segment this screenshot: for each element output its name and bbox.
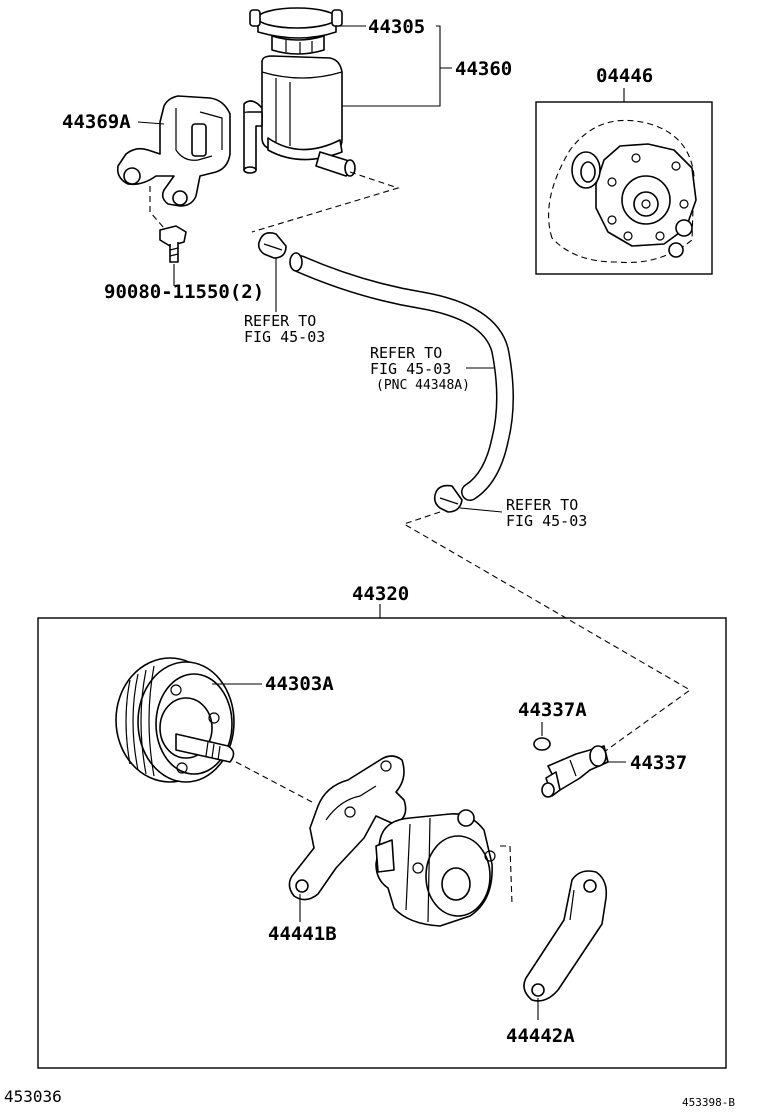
reservoir-cap-44305[interactable]	[249, 7, 343, 55]
pump-assembly-box	[37, 617, 727, 1069]
label-44320: 44320	[352, 583, 409, 605]
ref3-line2: FIG 45-03	[506, 512, 587, 530]
leader-ref3	[459, 507, 503, 513]
ref2-line3: (PNC 44348A)	[376, 378, 470, 393]
label-44442A: 44442A	[506, 1025, 575, 1047]
reservoir-bracket-44369A[interactable]	[116, 95, 231, 207]
hose-clamp-lower[interactable]	[433, 484, 463, 513]
ref3-line1: REFER TO	[506, 496, 578, 514]
ref1-line2: FIG 45-03	[244, 328, 325, 346]
label-90080: 90080-11550(2)	[104, 281, 264, 303]
leader-44360	[342, 25, 452, 107]
union-44337[interactable]	[541, 745, 609, 798]
label-44441B: 44441B	[268, 923, 337, 945]
hose-clamp-upper[interactable]	[257, 232, 287, 259]
label-44360: 44360	[455, 58, 512, 80]
bolt-90080-11550[interactable]	[159, 225, 187, 263]
reservoir-tank-44360[interactable]	[243, 55, 356, 177]
ref1-line1: REFER TO	[244, 312, 316, 330]
label-04446: 04446	[596, 65, 653, 87]
pulley-44303A[interactable]	[115, 657, 235, 783]
hose-to-union-dashed	[402, 511, 692, 753]
pump-bracket-44441B[interactable]	[288, 755, 407, 901]
reservoir-to-clamp-dashed	[251, 171, 400, 233]
leader-44369A	[137, 121, 165, 125]
label-44337A: 44337A	[518, 699, 587, 721]
drawing-code: 453398-B	[682, 1096, 735, 1109]
label-44305: 44305	[368, 16, 425, 38]
bolt-dashed-line	[149, 186, 165, 229]
ref2-line1: REFER TO	[370, 344, 442, 362]
o-ring-44337A[interactable]	[533, 737, 551, 751]
vane-pump-body[interactable]	[375, 809, 496, 927]
ref2-line2: FIG 45-03	[370, 360, 451, 378]
gasket-kit-04446[interactable]	[548, 119, 697, 264]
label-44369A: 44369A	[62, 111, 131, 133]
label-44337: 44337	[630, 752, 687, 774]
pulley-to-bracket-dashed	[235, 761, 313, 803]
figure-number: 453036	[4, 1087, 62, 1106]
pump-outlet-dashed	[500, 845, 513, 905]
label-44303A: 44303A	[265, 673, 334, 695]
return-hose[interactable]	[289, 252, 514, 501]
stay-44442A[interactable]	[523, 870, 608, 1002]
gasket-kit-box	[535, 101, 713, 275]
